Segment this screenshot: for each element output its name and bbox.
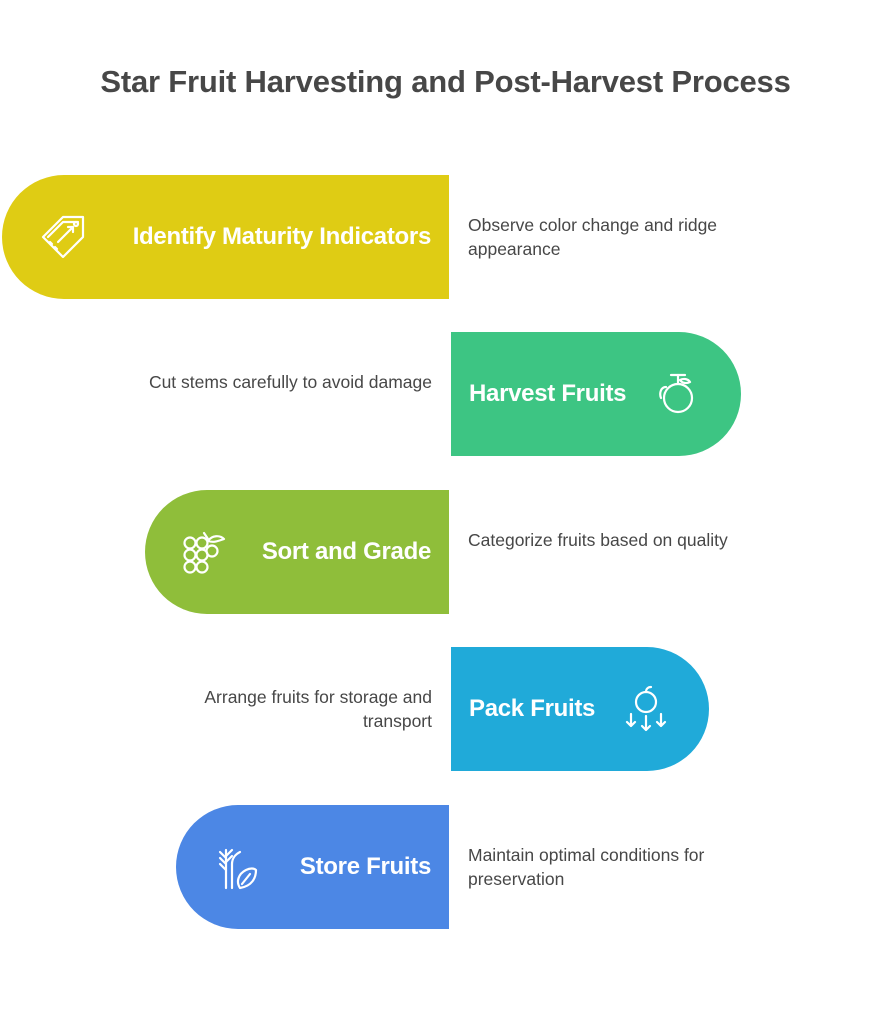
step-pack-fruits: Pack Fruits [451, 647, 709, 771]
step-label: Pack Fruits [469, 695, 596, 722]
plant-leaf-icon [212, 842, 262, 892]
step-description: Observe color change and ridge appearanc… [468, 215, 718, 259]
step-label: Harvest Fruits [469, 380, 627, 407]
step-harvest-fruits: Harvest Fruits [451, 332, 741, 456]
falling-fruit-icon [621, 684, 671, 734]
step-description: Cut stems carefully to avoid damage [148, 372, 432, 392]
step-label: Sort and Grade [261, 538, 431, 565]
price-tag-icon [38, 212, 88, 262]
step-label: Identify Maturity Indicators [132, 223, 432, 250]
step-description: Arrange fruits for storage and transport [204, 687, 432, 731]
apple-icon [651, 369, 701, 419]
step-sort-and-grade: Sort and Grade [145, 490, 449, 614]
diagram-title: Star Fruit Harvesting and Post-Harvest P… [100, 64, 791, 99]
step-description: Maintain optimal conditions for preserva… [468, 845, 705, 889]
step-description: Categorize fruits based on quality [468, 530, 728, 550]
step-identify-maturity-indicators: Identify Maturity Indicators [2, 175, 449, 299]
step-store-fruits: Store Fruits [176, 805, 449, 929]
grapes-icon [178, 527, 228, 577]
step-label: Store Fruits [299, 853, 431, 880]
